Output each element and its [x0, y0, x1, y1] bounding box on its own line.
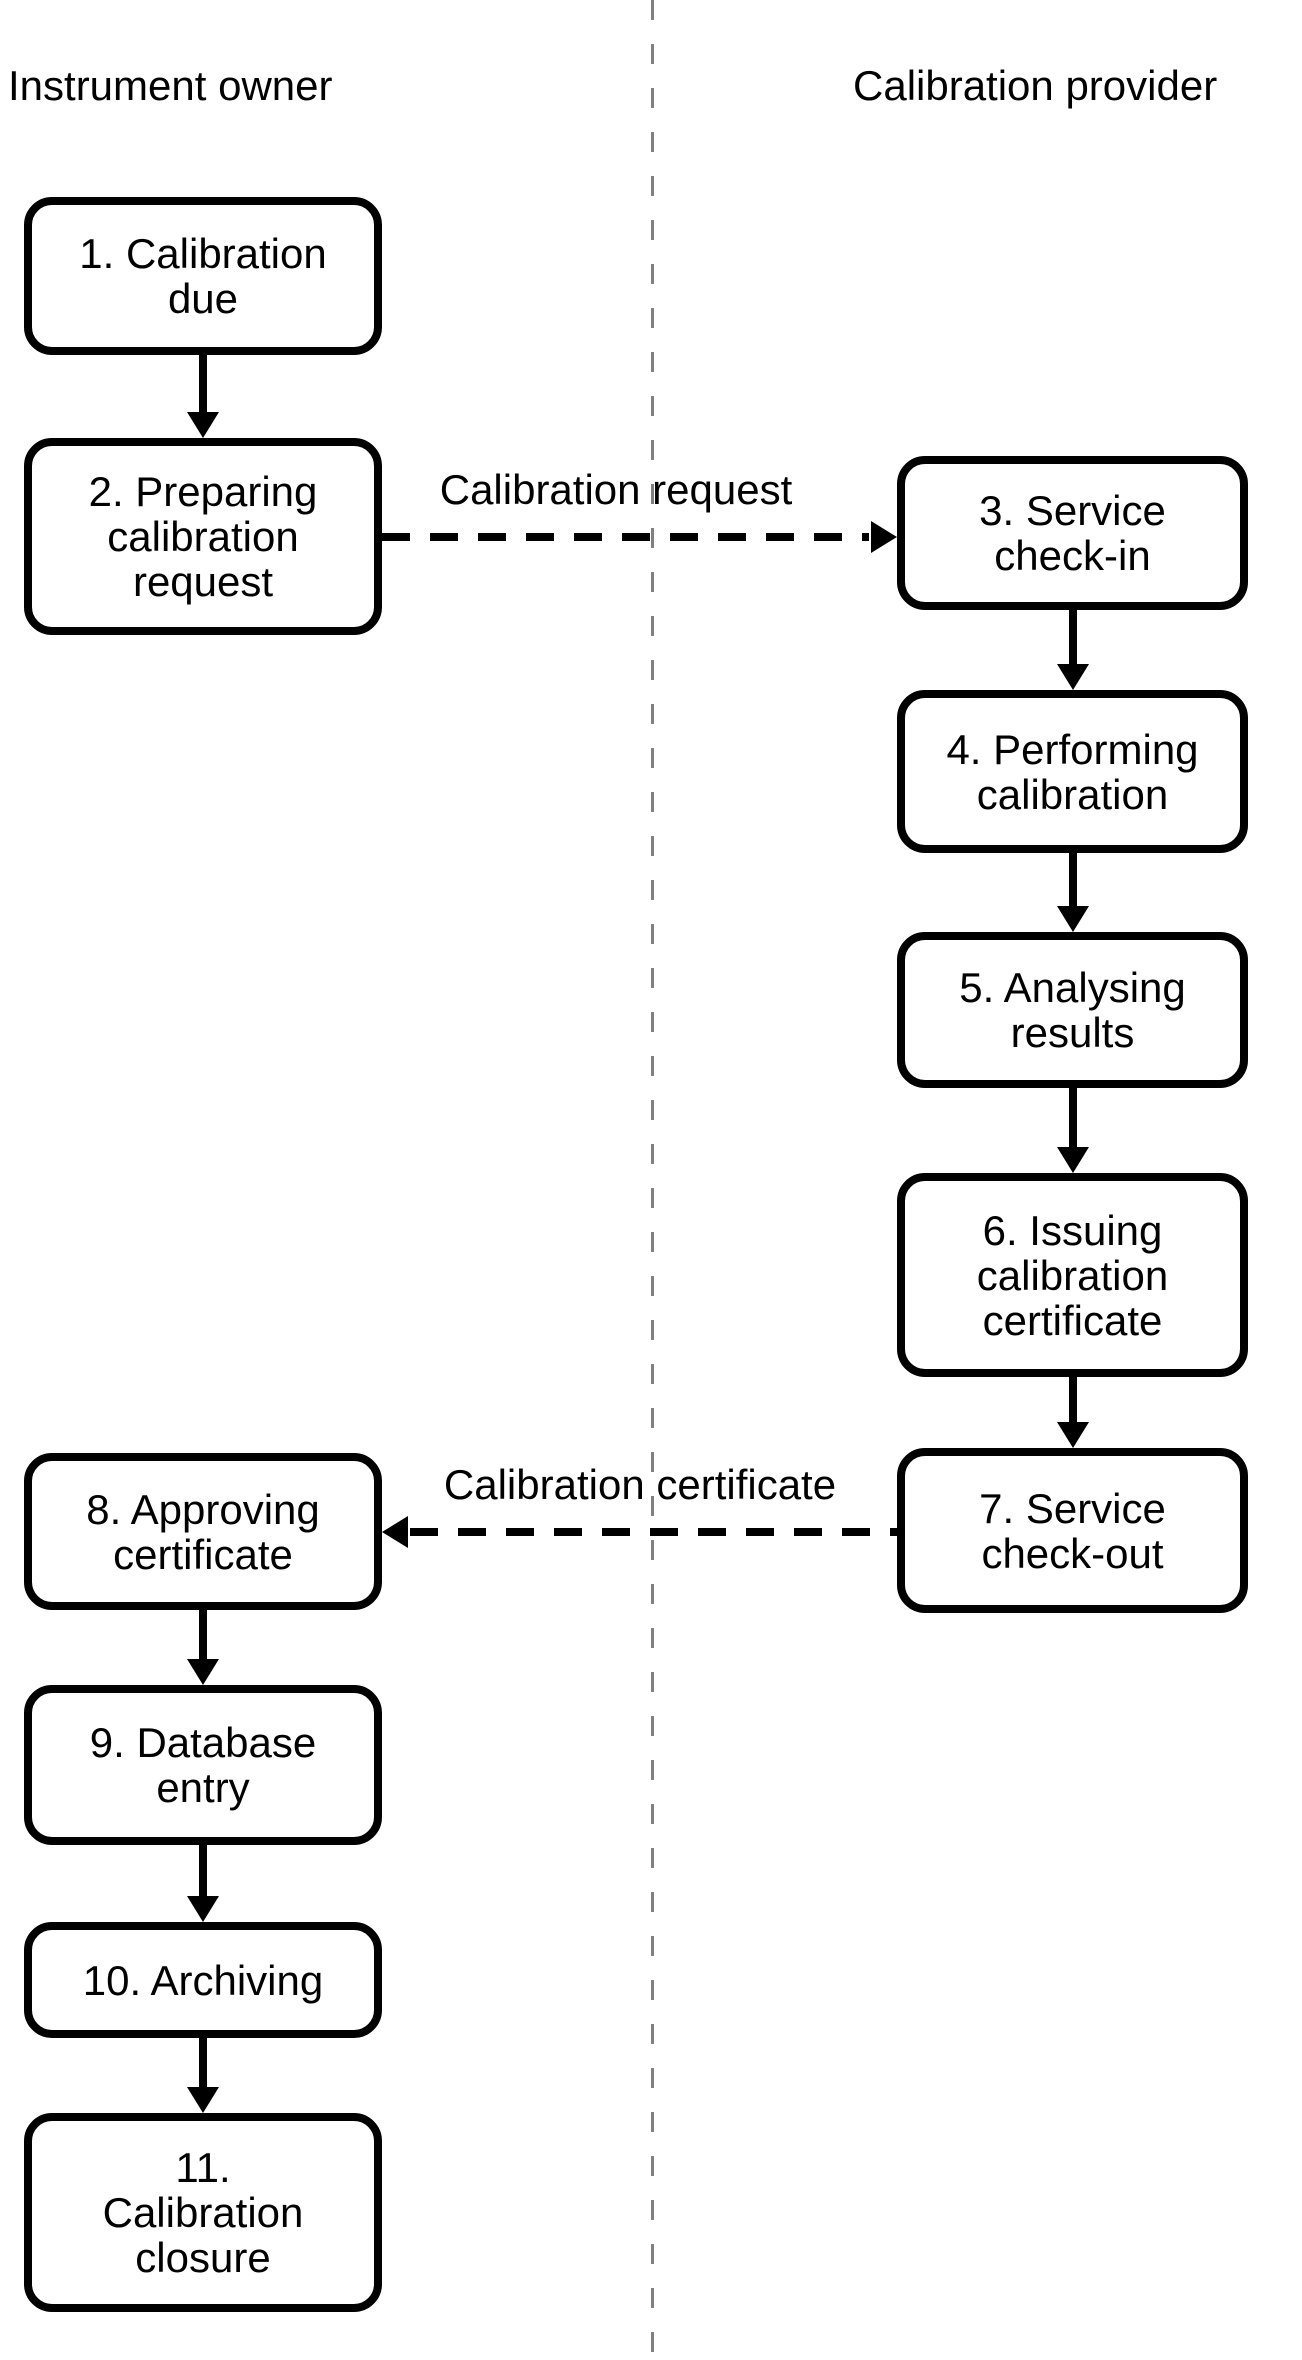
- flow-arrow-10-to-11: [187, 2038, 219, 2113]
- arrowhead-down-icon: [1057, 664, 1089, 690]
- dashed-arrow-line: [410, 1528, 897, 1536]
- lane-title-calibration-provider: Calibration provider: [853, 62, 1218, 109]
- node-8-approving-certificate: 8. Approving certificate: [24, 1453, 382, 1610]
- arrowhead-left-icon: [382, 1516, 408, 1548]
- flow-arrow-9-to-10: [187, 1845, 219, 1922]
- flow-arrow-1-to-2: [187, 355, 219, 438]
- flow-arrow-5-to-6: [1057, 1088, 1089, 1173]
- node-6-issuing-calibration-certificate: 6. Issuing calibration certificate: [897, 1173, 1248, 1377]
- arrow-stem: [199, 355, 207, 416]
- arrow-stem: [199, 2038, 207, 2091]
- node-5-analysing-results: 5. Analysing results: [897, 932, 1248, 1088]
- arrow-stem: [1069, 1088, 1077, 1151]
- arrowhead-down-icon: [1057, 1147, 1089, 1173]
- arrow-stem: [1069, 1377, 1077, 1426]
- arrow-stem: [1069, 610, 1077, 668]
- node-3-service-check-in: 3. Service check-in: [897, 456, 1248, 610]
- arrowhead-down-icon: [187, 1896, 219, 1922]
- arrowhead-down-icon: [1057, 906, 1089, 932]
- arrow-stem: [1069, 853, 1077, 910]
- flow-arrow-6-to-7: [1057, 1377, 1089, 1448]
- node-1-calibration-due: 1. Calibration due: [24, 197, 382, 355]
- arrowhead-down-icon: [187, 1659, 219, 1685]
- flow-label-calibration-certificate: Calibration certificate: [443, 1461, 837, 1508]
- node-2-preparing-calibration-request: 2. Preparing calibration request: [24, 438, 382, 635]
- flow-arrow-8-to-9: [187, 1610, 219, 1685]
- arrowhead-down-icon: [1057, 1422, 1089, 1448]
- node-7-service-check-out: 7. Service check-out: [897, 1448, 1248, 1613]
- flow-arrow-3-to-4: [1057, 610, 1089, 690]
- dashed-arrow-line: [382, 533, 869, 541]
- flow-arrow-4-to-5: [1057, 853, 1089, 932]
- flow-arrow-7-to-8: [382, 1516, 897, 1548]
- arrow-stem: [199, 1845, 207, 1900]
- node-10-archiving: 10. Archiving: [24, 1922, 382, 2038]
- swimlane-divider: [651, 0, 654, 2360]
- node-9-database-entry: 9. Database entry: [24, 1685, 382, 1845]
- node-4-performing-calibration: 4. Performing calibration: [897, 690, 1248, 853]
- arrow-stem: [199, 1610, 207, 1663]
- flow-label-calibration-request: Calibration request: [439, 466, 793, 513]
- node-11-calibration-closure: 11. Calibration closure: [24, 2113, 382, 2312]
- arrowhead-right-icon: [871, 521, 897, 553]
- arrowhead-down-icon: [187, 2087, 219, 2113]
- lane-title-instrument-owner: Instrument owner: [8, 62, 333, 109]
- flow-arrow-2-to-3: [382, 521, 897, 553]
- arrowhead-down-icon: [187, 412, 219, 438]
